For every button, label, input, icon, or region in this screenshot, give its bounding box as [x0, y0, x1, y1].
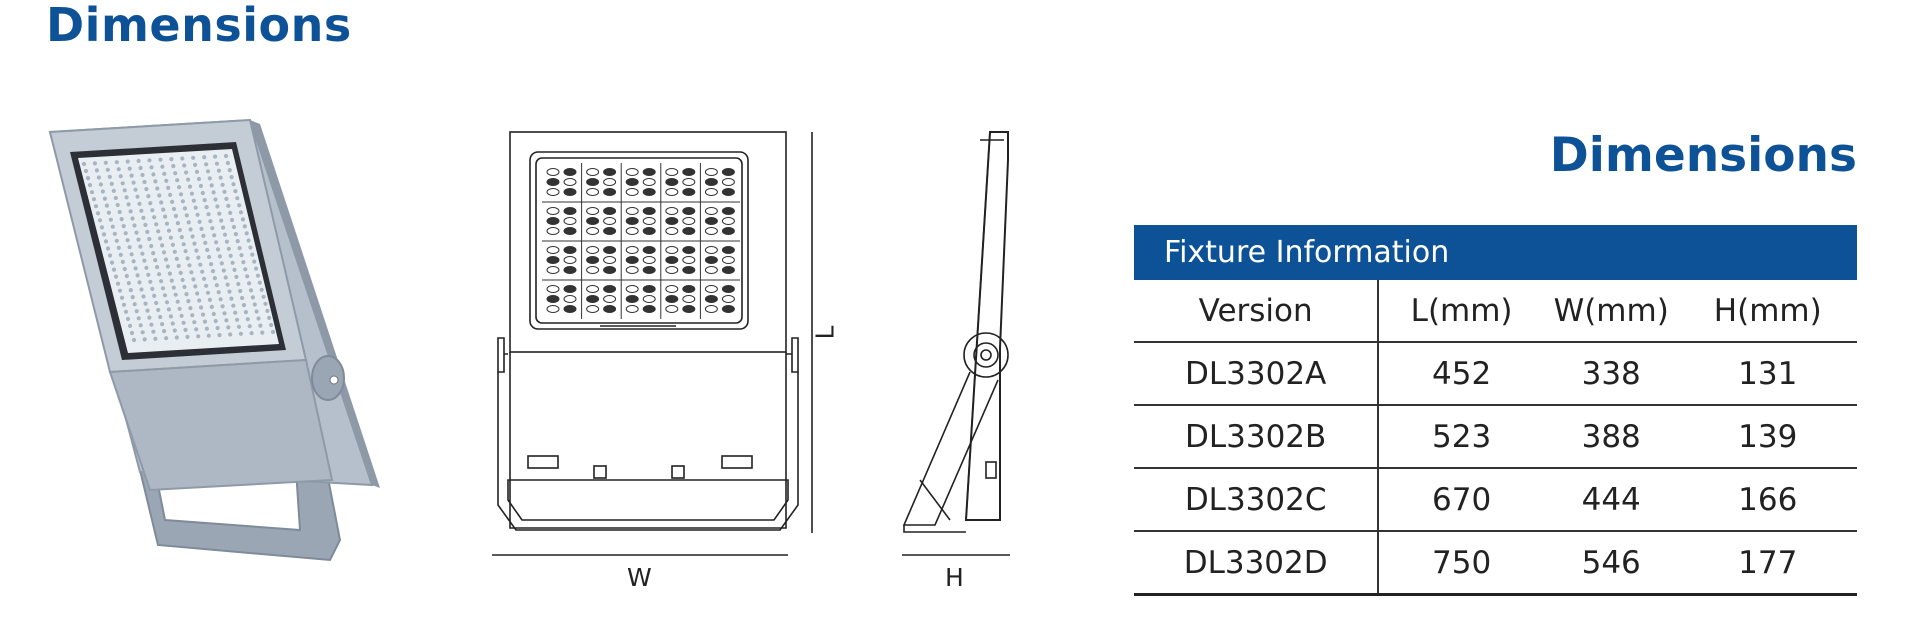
cell-height: 166 [1738, 481, 1798, 518]
width-dimension-label: W [627, 563, 652, 592]
table-header-row: Version L(mm) W(mm) H(mm) [1134, 280, 1857, 343]
cell-length: 523 [1432, 418, 1492, 455]
cell-version: DL3302C [1134, 469, 1380, 530]
length-dimension-label: L [810, 325, 840, 340]
header-length: L(mm) [1410, 292, 1513, 329]
cell-height: 139 [1738, 418, 1798, 455]
section-title: Dimensions [1549, 128, 1857, 183]
floodlight-render-image [48, 118, 380, 562]
height-dimension-label: H [945, 563, 964, 592]
cell-length: 452 [1432, 355, 1492, 392]
cell-length: 670 [1432, 481, 1492, 518]
cell-height: 177 [1738, 544, 1798, 581]
cell-length: 750 [1432, 544, 1492, 581]
dimensions-table: Fixture Information Version L(mm) W(mm) … [1134, 225, 1857, 596]
header-version: Version [1134, 280, 1380, 341]
table-row: DL3302C 670 444 166 [1134, 469, 1857, 532]
side-view-drawing [902, 131, 1010, 556]
header-height: H(mm) [1713, 292, 1822, 329]
table-row: DL3302A 452 338 131 [1134, 343, 1857, 406]
cell-version: DL3302B [1134, 406, 1380, 467]
table-row: DL3302B 523 388 139 [1134, 406, 1857, 469]
cell-width: 546 [1581, 544, 1641, 581]
cell-width: 338 [1581, 355, 1641, 392]
cell-version: DL3302A [1134, 343, 1380, 404]
cell-height: 131 [1738, 355, 1798, 392]
page-title: Dimensions [46, 0, 352, 52]
table-caption: Fixture Information [1134, 225, 1857, 280]
cell-version: DL3302D [1134, 532, 1380, 593]
header-width: W(mm) [1553, 292, 1669, 329]
cell-width: 388 [1581, 418, 1641, 455]
cell-width: 444 [1581, 481, 1641, 518]
front-view-drawing [492, 131, 813, 556]
table-row: DL3302D 750 546 177 [1134, 532, 1857, 596]
